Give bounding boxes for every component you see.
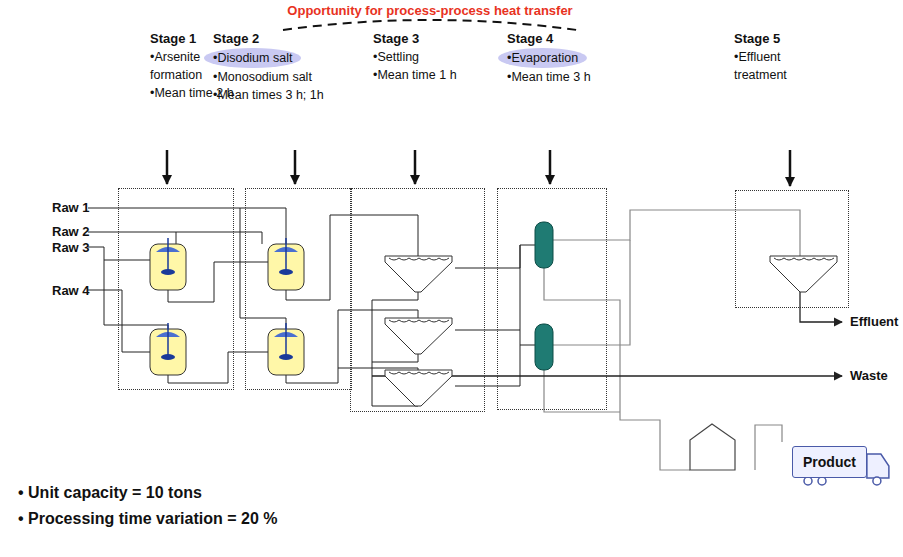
stage-note: •Effluent treatment <box>734 48 829 84</box>
stage-heading: Stage 3 <box>373 30 473 48</box>
evaporator-symbol <box>535 222 553 370</box>
stage-frame <box>118 188 234 390</box>
stage-note: •Mean time 1 h <box>373 66 473 84</box>
stage-heading: Stage 2 <box>213 30 348 48</box>
edge-label: Opportunity for process-process heat tra… <box>284 3 575 18</box>
raw-label: Raw 1 <box>52 200 90 215</box>
stage-arrows <box>167 150 790 186</box>
stage-frame <box>350 188 485 412</box>
stage-note: •Monosodium salt <box>213 68 348 86</box>
stage-heading: Product <box>803 453 856 471</box>
stage-frame <box>497 188 607 410</box>
settler-symbol <box>385 256 837 406</box>
stage-note: •Mean time 3 h <box>507 68 617 86</box>
stage-block: Stage 5•Effluent treatment <box>734 30 829 84</box>
stage-note: •Evaporation <box>507 48 617 68</box>
truck-symbol <box>804 454 889 485</box>
stage-note: •Disodium salt <box>213 48 348 68</box>
raw-label: Raw 3 <box>52 240 90 255</box>
note-text: • Unit capacity = 10 tons <box>18 484 202 502</box>
stage-note: •Settling <box>373 48 473 66</box>
stage-block: Stage 3•Settling•Mean time 1 h <box>373 30 473 84</box>
note-text: • Processing time variation = 20 % <box>18 510 277 528</box>
warehouse-symbol <box>690 424 735 470</box>
pipes <box>544 210 800 470</box>
stage-frame <box>245 188 352 390</box>
stage-heading: Stage 4 <box>507 30 617 48</box>
heat-transfer-link <box>283 20 577 30</box>
stage-block: Stage 2•Disodium salt•Monosodium salt•Me… <box>213 30 348 104</box>
stream-label: Waste <box>850 368 888 383</box>
stream-label: Effluent <box>850 314 898 329</box>
stage-heading: Stage 5 <box>734 30 829 48</box>
effluent-line <box>800 292 842 322</box>
product-box: Product <box>792 446 867 478</box>
stage-note: •Mean times 3 h; 1h <box>213 86 348 104</box>
raw-label: Raw 2 <box>52 224 90 239</box>
stage-frame <box>735 190 849 308</box>
reactor-symbol <box>150 238 304 375</box>
raw-label: Raw 4 <box>52 283 90 298</box>
stage-block: Stage 4•Evaporation•Mean time 3 h <box>507 30 617 86</box>
